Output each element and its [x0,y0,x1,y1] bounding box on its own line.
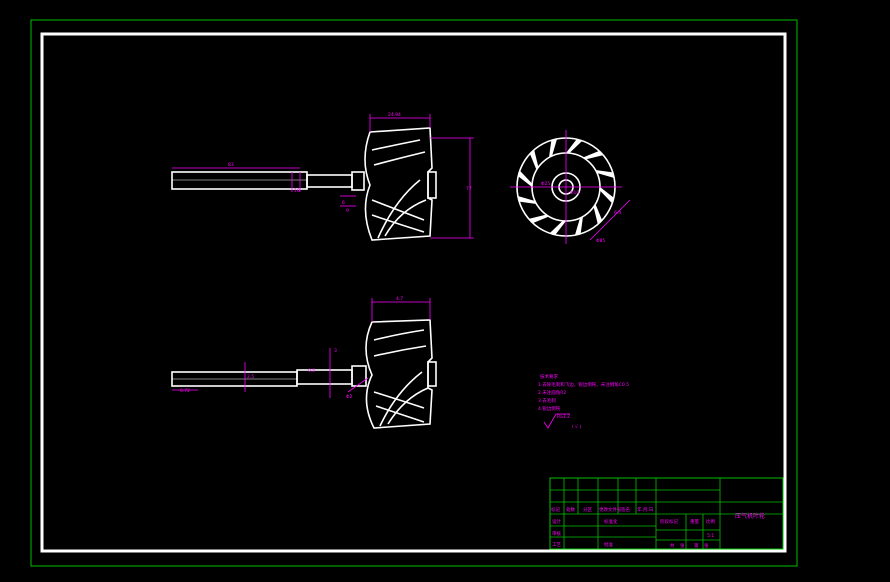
dim-side-b: Φ10 [570,190,579,196]
tb-std: 标准化 [604,518,618,525]
title-block: 标记 处数 分区 更改文件号 签名 年.月.日 设计 审核 工艺 标准化 批准 … [549,477,784,550]
tb-h5: 签名 [621,506,630,513]
tb-part-name: 压气机叶轮 [735,512,765,520]
tb-weight: 重量 [690,518,699,525]
tb-row-process: 工艺 [552,542,561,548]
tb-h4: 更改文件号 [599,506,622,513]
tb-scale-value: 5:1 [707,533,714,539]
tb-sheet-1: 共 [670,542,675,549]
tb-h6: 年.月.日 [637,506,653,513]
tech-title: 技术要求 [540,373,558,380]
blade [574,216,583,236]
tb-h1: 标记 [551,506,560,513]
blade [593,204,603,225]
impeller-outline-2 [365,319,433,429]
tb-h2: 处数 [566,506,575,513]
tb-row-check: 审核 [552,530,561,537]
dim-bottom-e: Φ2 [346,394,353,400]
tech-item-2: 2.未注圆角R2 [538,389,566,396]
dim-shaft-length: 83 [228,162,234,168]
inner-border [40,32,787,553]
blade [599,187,614,204]
tech-notes: 技术要求 1.去除毛刺和飞边，锐边倒钝、未注倒角C0.5 2.未注圆角R2 3.… [538,373,629,430]
tech-item-3: 3.去毛刺 [538,397,556,404]
tb-sheet-4: 张 [704,542,709,549]
shaft [171,171,308,190]
tech-item-4: 4.锐边倒钝 [538,405,561,412]
blade [549,138,558,158]
dim-side-d: 6.4 [614,210,621,216]
dim-bottom-a: 2.5 [247,374,254,380]
blade [566,139,583,154]
blade [549,220,566,235]
blade [583,150,604,160]
blades [517,138,615,236]
dim-bottom-width: 4.7 [396,296,403,302]
dim-front-small-a: 16 [294,188,300,194]
dim-front-height: 77 [466,186,472,192]
blade [595,170,615,179]
dim-side-c: Φ85 [596,238,605,244]
impeller-outline [364,127,433,241]
outer-frame [30,19,798,567]
tb-stage: 阶段标记 [660,518,678,525]
tb-approve: 批准 [604,541,613,548]
tb-h3: 分区 [583,506,592,513]
bottom-view: 4.7 2.5 3 0.5 6.72 Φ2 [171,296,437,429]
blade [518,170,533,187]
surface-roughness: Ra3.2 [557,414,570,420]
tb-row-design: 设计 [552,518,561,525]
blade [517,195,537,204]
dim-front-width: 24.94 [388,112,401,118]
shaft-step [306,174,353,188]
side-view: Φ25 Φ10 Φ85 6.4 [510,130,631,244]
dim-side-a: Φ25 [541,181,550,187]
dim-bottom-d: 6.72 [180,388,190,394]
dim-front-small-c: 9 [346,208,349,214]
blade [529,149,539,170]
front-view: 24.94 77 83 16 6 9 [171,112,474,241]
tech-item-1: 1.去除毛刺和飞边，锐边倒钝、未注倒角C0.5 [538,381,629,388]
dim-bottom-c: 0.5 [308,368,315,374]
hub-collar [351,171,365,191]
surface-paren: ( √ ) [572,424,581,430]
dim-bottom-b: 3 [334,348,337,354]
dim-front-small-b: 6 [342,200,345,206]
tb-sheet-2: 张 [680,542,685,549]
blade [528,214,549,224]
tb-sheet-3: 第 [694,542,699,549]
tb-scale: 比例 [706,518,715,525]
